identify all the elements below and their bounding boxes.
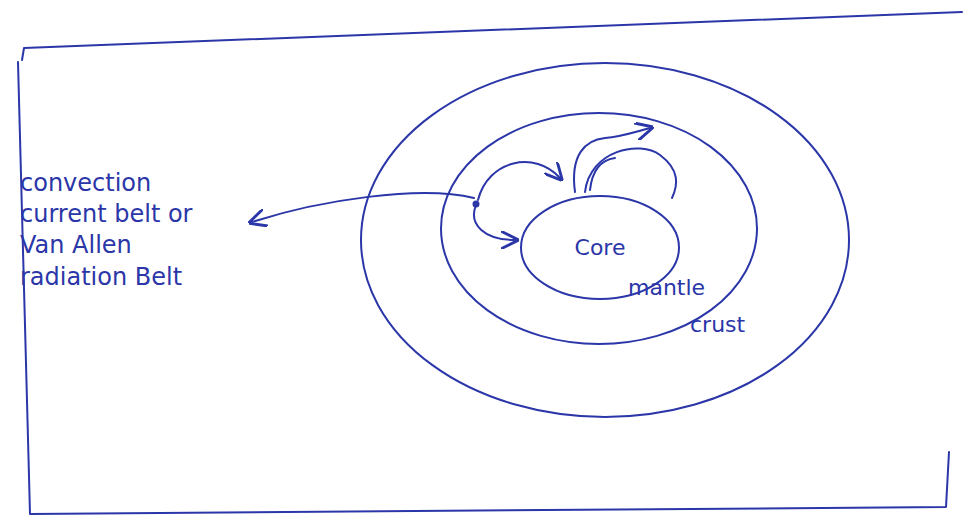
convection-arrow (474, 205, 515, 240)
convection-arrow (574, 128, 650, 192)
layer-outline (440, 112, 758, 345)
crust-layer: crustmantleCore (360, 62, 850, 418)
convection-arrow (585, 148, 676, 198)
callout-label: convection current belt or Van Allen rad… (20, 168, 195, 293)
belt-dot (474, 202, 479, 207)
convection-arrow (478, 162, 560, 200)
layer-name: mantle (628, 275, 705, 300)
mantle-layer: mantleCore (440, 112, 758, 345)
convection-arrow (590, 158, 615, 190)
frame (18, 12, 962, 514)
layer-name: crust (690, 312, 745, 337)
layer-name: Core (575, 235, 626, 260)
